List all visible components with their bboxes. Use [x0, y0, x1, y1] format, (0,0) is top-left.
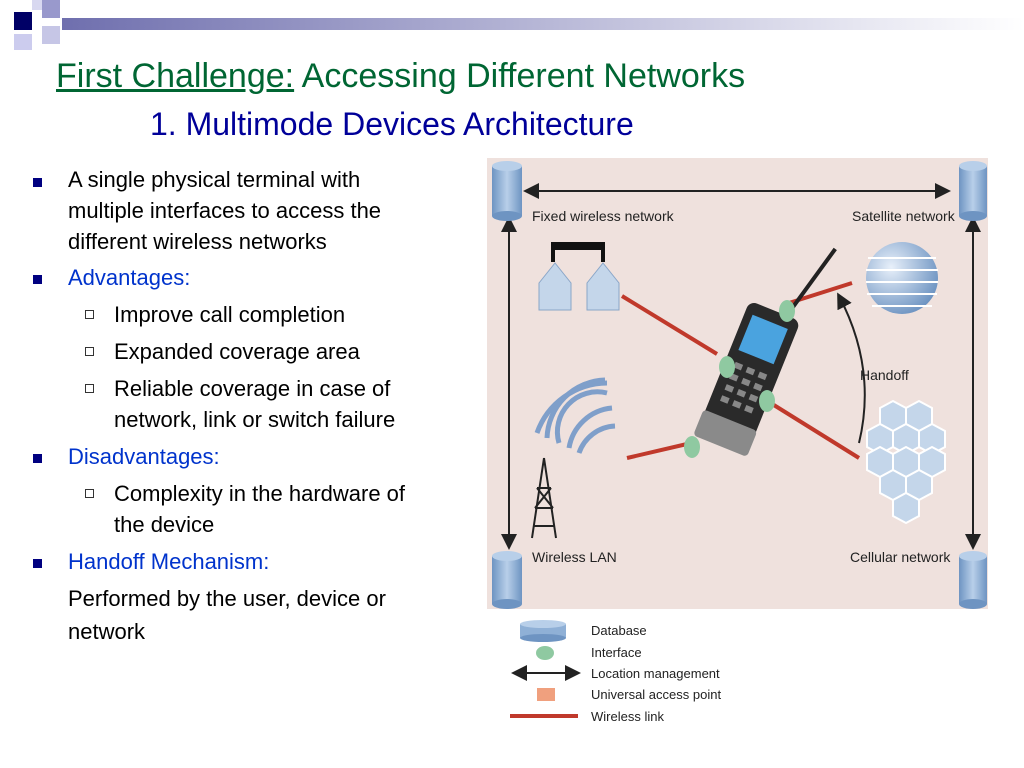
sub-bullet-marker [85, 489, 94, 498]
handoff-text: network [68, 619, 146, 644]
legend-interface-icon [536, 646, 554, 660]
diagram-legend: Database Interface Location management U… [510, 620, 721, 724]
sub-bullet-marker [85, 384, 94, 393]
sub-bullet-marker [85, 347, 94, 356]
header-decoration [14, 0, 1024, 50]
database-icon [492, 551, 522, 609]
multimode-phone-icon [694, 247, 837, 456]
disadvantage-item: Complexity in the hardware of [114, 481, 406, 506]
sub-bullet-marker [85, 310, 94, 319]
intro-line: multiple interfaces to access the [68, 198, 382, 223]
legend-database-label: Database [591, 623, 647, 638]
handoff-text: Performed by the user, device or [68, 586, 386, 611]
wireless-lan-label: Wireless LAN [532, 549, 617, 565]
advantage-item: Expanded coverage area [114, 339, 360, 364]
advantage-item: network, link or switch failure [114, 407, 396, 432]
advantage-item: Improve call completion [114, 302, 346, 327]
wlan-waves-icon [534, 377, 616, 454]
title-prefix: First Challenge: [56, 57, 295, 95]
legend-interface-label: Interface [591, 645, 642, 660]
slide-title: First Challenge: Accessing Different Net… [56, 56, 745, 96]
interface-dots [684, 300, 795, 458]
legend-access-point-label: Universal access point [591, 687, 721, 702]
disadvantages-heading: Disadvantages: [68, 444, 220, 469]
legend-database-icon [520, 620, 566, 642]
legend-wireless-link-label: Wireless link [591, 709, 664, 724]
advantages-heading: Advantages: [68, 265, 191, 290]
disadvantage-item: the device [114, 512, 215, 537]
database-icon [492, 161, 522, 221]
legend-location-label: Location management [591, 666, 720, 681]
title-rest: Accessing Different Networks [294, 57, 746, 95]
cellular-label: Cellular network [850, 549, 951, 565]
advantage-item: Reliable coverage in case of [114, 376, 391, 401]
satellite-globe-icon [866, 242, 938, 314]
database-icon [959, 551, 987, 609]
bullet-marker [33, 559, 42, 568]
cellular-cells-icon [866, 399, 946, 525]
slide-subtitle: 1. Multimode Devices Architecture [150, 106, 634, 142]
bullet-marker [33, 454, 42, 463]
intro-line: A single physical terminal with [68, 167, 361, 192]
bullet-marker [33, 275, 42, 284]
architecture-diagram: Fixed wireless network Satellite network… [487, 158, 988, 609]
access-point-icon [538, 242, 620, 311]
handoff-arrow [837, 292, 866, 444]
wlan-tower-icon [531, 457, 557, 539]
handoff-label: Handoff [860, 367, 909, 383]
fixed-wireless-label: Fixed wireless network [532, 208, 675, 224]
bullet-marker [33, 178, 42, 187]
satellite-label: Satellite network [852, 208, 956, 224]
bullet-list: A single physical terminal with multiple… [0, 0, 480, 768]
database-icon [959, 161, 987, 221]
intro-line: different wireless networks [68, 229, 327, 254]
legend-access-point-icon [537, 688, 555, 701]
handoff-heading: Handoff Mechanism: [68, 549, 270, 574]
location-management-arrows [501, 183, 981, 550]
